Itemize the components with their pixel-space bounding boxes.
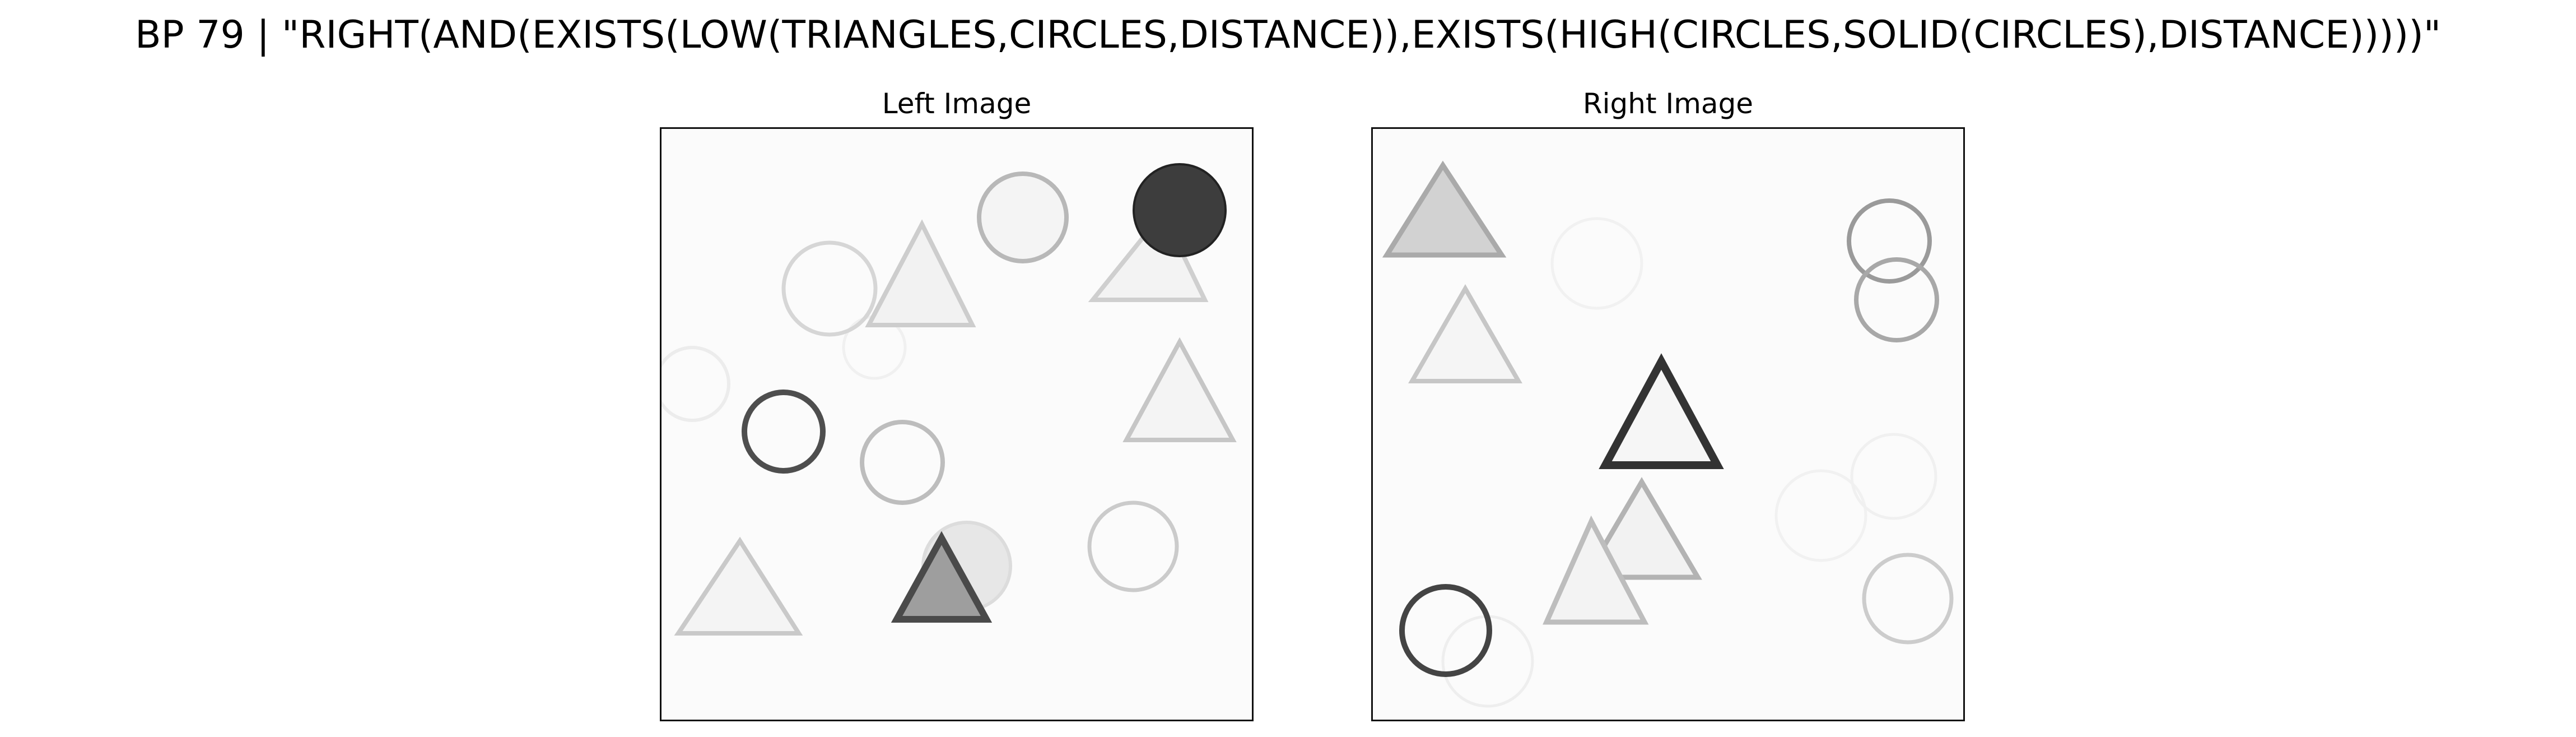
ghost-circle bbox=[1850, 433, 1937, 520]
triangle-shape bbox=[1581, 477, 1702, 580]
circle-shape bbox=[1854, 257, 1939, 342]
left-image-title: Left Image bbox=[882, 87, 1032, 120]
triangle-shape bbox=[674, 536, 803, 636]
solid-circle-shape bbox=[1133, 163, 1227, 257]
circle-shape bbox=[1087, 500, 1179, 592]
circle-shape bbox=[1399, 584, 1492, 677]
triangle-shape bbox=[1382, 160, 1507, 258]
circle-shape bbox=[1862, 553, 1954, 645]
circle-shape bbox=[860, 420, 945, 505]
circle-shape bbox=[742, 390, 826, 474]
ghost-circle bbox=[1550, 217, 1643, 310]
circle-shape bbox=[1847, 198, 1932, 284]
triangle-shape bbox=[1408, 284, 1522, 383]
left-image-panel bbox=[660, 127, 1254, 721]
right-image-panel bbox=[1371, 127, 1965, 721]
triangle-shape bbox=[865, 219, 976, 327]
triangle-shape bbox=[1599, 353, 1724, 469]
triangle-shape bbox=[1543, 515, 1649, 625]
right-image-canvas bbox=[1382, 160, 1954, 708]
right-image-title: Right Image bbox=[1582, 87, 1754, 120]
ghost-circle bbox=[662, 346, 730, 422]
triangle-shape bbox=[1122, 337, 1237, 442]
circle-shape bbox=[781, 240, 878, 337]
triangle-shape bbox=[891, 531, 993, 623]
ghost-circle bbox=[1774, 469, 1867, 562]
circle-shape bbox=[977, 171, 1069, 263]
figure-title: BP 79 | "RIGHT(AND(EXISTS(LOW(TRIANGLES,… bbox=[134, 13, 2442, 57]
left-image-canvas bbox=[662, 163, 1237, 636]
